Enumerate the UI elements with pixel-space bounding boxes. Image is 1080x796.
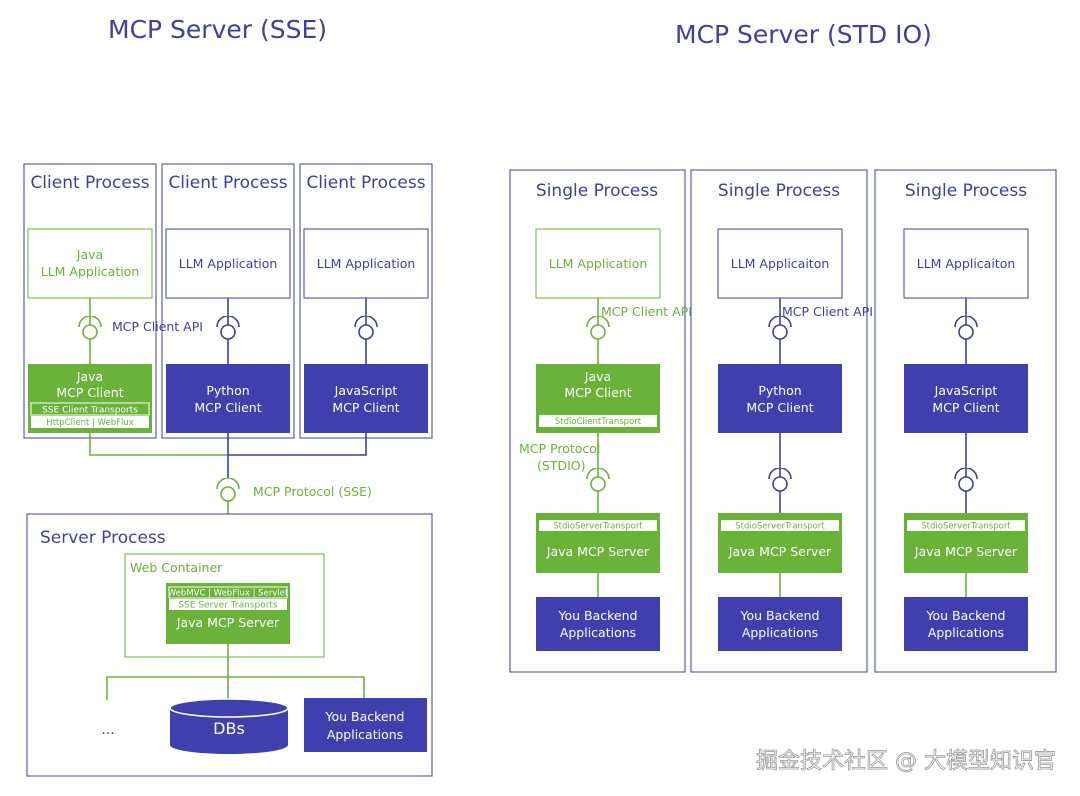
stdio-protocol-line1: MCP Protocol bbox=[519, 441, 600, 456]
sse-backend-line1: You Backend bbox=[325, 709, 405, 724]
client-process-label: Client Process bbox=[30, 173, 149, 193]
dbs-label: DBs bbox=[213, 719, 245, 738]
js-mcp-client-line2: MCP Client bbox=[332, 400, 399, 415]
stdio-python-llm-app-box bbox=[717, 228, 843, 299]
python-mcp-client-line2: MCP Client bbox=[194, 400, 261, 415]
web-container-label: Web Container bbox=[130, 560, 223, 575]
stdio-backend-line1: You Backend bbox=[926, 608, 1006, 623]
stdio-backend-box-2 bbox=[718, 597, 842, 651]
stdio-backend-line2: Applications bbox=[560, 625, 636, 640]
single-process-label: Single Process bbox=[718, 181, 840, 201]
sse-java-mcp-server-label: Java MCP Server bbox=[176, 615, 280, 630]
stdio-server-transport-label: StdioServerTransport bbox=[735, 522, 825, 532]
java-mcp-client-line1: Java bbox=[76, 369, 103, 384]
python-llm-app-label: LLM Application bbox=[179, 256, 278, 271]
stdio-backend-line1: You Backend bbox=[740, 608, 820, 623]
stdio-backend-box-1 bbox=[536, 597, 660, 651]
python-mcp-client-box bbox=[166, 364, 290, 433]
python-mcp-client-line1: Python bbox=[206, 383, 249, 398]
stdio-java-api-label: MCP Client API bbox=[601, 304, 692, 319]
more-backends-ellipsis: ... bbox=[101, 722, 114, 738]
java-llm-app-box bbox=[27, 228, 153, 299]
sse-backend-line2: Applications bbox=[327, 727, 403, 742]
stdio-client-transport-bar bbox=[539, 415, 657, 427]
stdio-server-transport-bar bbox=[721, 520, 839, 531]
stdio-java-llm-app-box bbox=[535, 228, 661, 299]
stdio-js-mcp-client-line2: MCP Client bbox=[932, 400, 999, 415]
sse-title: MCP Server (SSE) bbox=[108, 15, 327, 44]
stdio-java-mcp-server-label: Java MCP Server bbox=[546, 544, 650, 559]
single-process-label: Single Process bbox=[905, 181, 1027, 201]
stdio-js-llm-app-box bbox=[903, 228, 1029, 299]
stdio-backend-line2: Applications bbox=[742, 625, 818, 640]
database-icon bbox=[169, 698, 289, 754]
js-mcp-client-box bbox=[304, 364, 428, 433]
stdio-python-mcp-client-line2: MCP Client bbox=[746, 400, 813, 415]
protocol-socket-icon bbox=[216, 478, 240, 502]
stdio-python-llm-app-label: LLM Applicaiton bbox=[731, 256, 830, 271]
stdio-java-mcp-server-label: Java MCP Server bbox=[728, 544, 832, 559]
stdio-python-mcp-client-box bbox=[718, 364, 842, 433]
stdio-python-api-label: MCP Client API bbox=[782, 304, 873, 319]
mcp-protocol-sse-label: MCP Protocol (SSE) bbox=[253, 484, 372, 499]
sse-client-transports-bar bbox=[30, 402, 150, 416]
webmvc-label: WebMVC | WebFlux | Servlet bbox=[168, 589, 289, 599]
stdio-protocol-line2: (STDIO) bbox=[537, 458, 585, 473]
stdio-server-transport-label: StdioServerTransport bbox=[553, 522, 643, 532]
sse-server-transports-label: SSE Server Transports bbox=[178, 601, 278, 611]
sse-client-transports-label: SSE Client Transports bbox=[42, 406, 138, 416]
stdio-server-transport-label: StdioServerTransport bbox=[921, 522, 1011, 532]
stdio-backend-line2: Applications bbox=[928, 625, 1004, 640]
stdio-java-llm-app-label: LLM Application bbox=[549, 256, 648, 271]
client-process-label: Client Process bbox=[306, 173, 425, 193]
stdio-js-mcp-client-line1: JavaScript bbox=[934, 383, 998, 398]
watermark-text: 掘金技术社区 @ 大模型知识官 bbox=[756, 749, 1056, 774]
single-process-label: Single Process bbox=[536, 181, 658, 201]
java-mcp-client-line2: MCP Client bbox=[56, 385, 123, 400]
sse-backend-box bbox=[304, 698, 427, 752]
js-client-protocol-wire bbox=[228, 433, 367, 456]
backend-fanout-wire bbox=[106, 644, 365, 700]
stdio-backend-line1: You Backend bbox=[558, 608, 638, 623]
python-llm-app-box bbox=[165, 228, 291, 299]
webmvc-bar bbox=[168, 586, 288, 599]
client-process-label: Client Process bbox=[168, 173, 287, 193]
stdio-backend-box-3 bbox=[904, 597, 1028, 651]
js-llm-app-label: LLM Application bbox=[317, 256, 416, 271]
java-client-protocol-wire bbox=[89, 433, 228, 456]
mcp-client-api-label: MCP Client API bbox=[112, 319, 203, 334]
stdio-server-transport-bar bbox=[907, 520, 1025, 531]
stdio-js-llm-app-label: LLM Applicaiton bbox=[917, 256, 1016, 271]
java-llm-app-line1: Java bbox=[76, 247, 103, 262]
httpclient-webflux-label: HttpClient | WebFlux bbox=[46, 418, 134, 428]
java-llm-app-line2: LLM Application bbox=[41, 264, 140, 279]
js-llm-app-box bbox=[303, 228, 429, 299]
sse-server-transports-bar bbox=[169, 599, 287, 610]
stdio-server-transport-bar bbox=[539, 520, 657, 531]
stdio-js-mcp-client-box bbox=[904, 364, 1028, 433]
server-process-label: Server Process bbox=[40, 528, 166, 548]
stdio-java-mcp-server-label: Java MCP Server bbox=[914, 544, 1018, 559]
httpclient-webflux-bar bbox=[31, 416, 149, 428]
stdio-client-transport-label: StdioClientTransport bbox=[555, 417, 642, 427]
stdio-java-mcp-client-line2: MCP Client bbox=[564, 385, 631, 400]
js-mcp-client-line1: JavaScript bbox=[334, 383, 398, 398]
stdio-java-mcp-client-line1: Java bbox=[584, 369, 611, 384]
stdio-python-mcp-client-line1: Python bbox=[758, 383, 801, 398]
stdio-title: MCP Server (STD IO) bbox=[675, 20, 932, 49]
